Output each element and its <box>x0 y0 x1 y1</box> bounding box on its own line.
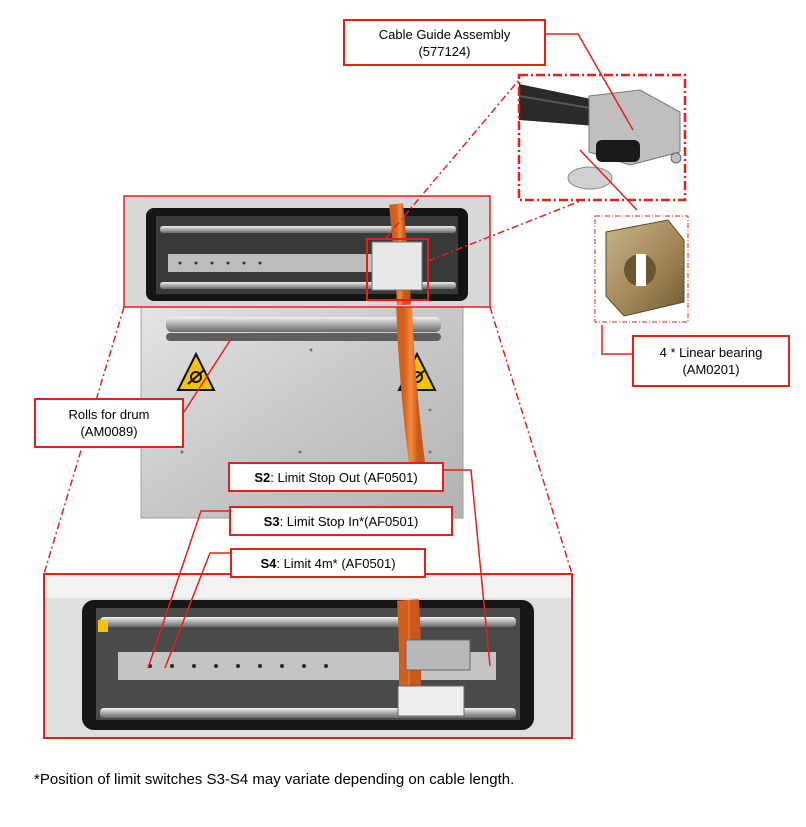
linear-bearing-detail <box>605 219 685 317</box>
bottom-panel <box>44 574 572 738</box>
switch-code: S2 <box>254 469 271 485</box>
warning-crush-hazard-icon <box>176 351 216 391</box>
linear-bearing-frame <box>594 215 689 323</box>
callout-part-number: (AM0089) <box>80 424 138 439</box>
callout-s4-limit-4m: S4: Limit 4m* (AF0501) <box>230 548 426 578</box>
cable <box>396 297 426 478</box>
switch-code: S4 <box>260 555 277 571</box>
leader-lines <box>147 33 638 669</box>
callout-title: Rolls for drum <box>68 407 150 422</box>
callout-rolls-for-drum: Rolls for drum (AM0089) <box>34 398 184 448</box>
top-panel <box>124 196 490 307</box>
callout-s2-limit-stop-out: S2: Limit Stop Out (AF0501) <box>228 462 444 492</box>
callout-title: 4 * Linear bearing <box>659 345 763 360</box>
cable-guide-highlight <box>366 238 429 301</box>
callout-part-number: (577124) <box>418 43 471 59</box>
callout-cable-guide-assembly: Cable Guide Assembly (577124) <box>343 19 546 66</box>
callout-title: Cable Guide Assembly <box>378 26 511 42</box>
callout-part-number: (AM0201) <box>682 362 740 377</box>
cable-guide-detail-frame <box>517 73 687 202</box>
switch-description: : Limit Stop Out (AF0501) <box>270 469 418 485</box>
switch-description: : Limit Stop In*(AF0501) <box>279 513 419 529</box>
callout-linear-bearing: 4 * Linear bearing (AM0201) <box>632 335 790 387</box>
callout-s3-limit-stop-in: S3: Limit Stop In*(AF0501) <box>229 506 453 536</box>
switch-code: S3 <box>263 513 280 529</box>
top-panel-highlight <box>123 195 491 308</box>
switch-description: : Limit 4m* (AF0501) <box>276 555 396 571</box>
footnote: *Position of limit switches S3-S4 may va… <box>34 771 515 788</box>
cable-guide-detail <box>518 80 685 195</box>
